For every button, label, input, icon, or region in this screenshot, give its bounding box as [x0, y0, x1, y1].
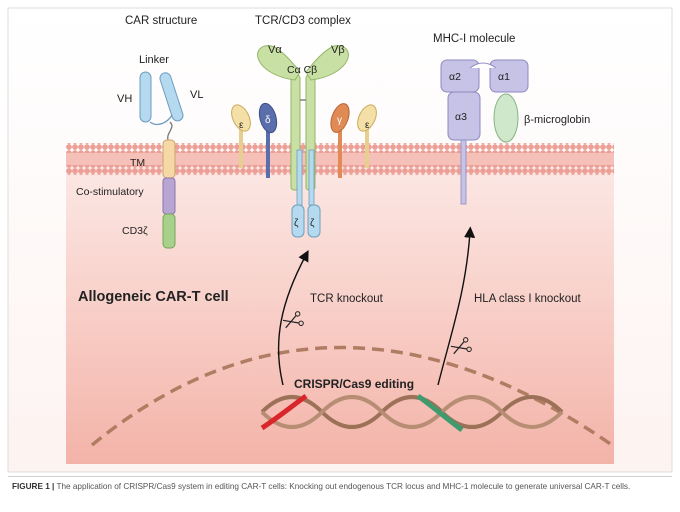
- mhc-molecule-title: MHC-I molecule: [433, 33, 515, 45]
- alpha1-label: α1: [498, 71, 510, 83]
- gamma-label: γ: [337, 115, 342, 126]
- b2m-label: β-microglobin: [524, 114, 590, 126]
- hla-knockout-label: HLA class I knockout: [474, 293, 582, 305]
- car-hinge: [167, 121, 173, 141]
- cd3z-label: CD3ζ: [122, 225, 148, 237]
- tcr-vbeta-domain: [305, 45, 349, 81]
- valpha-label: Vα: [268, 44, 282, 56]
- epsilon-right-label: ε: [365, 120, 370, 131]
- caption-text: The application of CRISPR/Cas9 system in…: [54, 482, 631, 491]
- tcr-complex-title: TCR/CD3 complex: [255, 15, 351, 27]
- hla-knockout-arrow: [437, 226, 476, 386]
- alpha3-label: α3: [455, 111, 467, 123]
- dna-helix: [260, 393, 564, 432]
- crispr-label: CRISPR/Cas9 editing: [294, 377, 414, 391]
- delta-label: δ: [265, 115, 271, 126]
- scissors-icon: [282, 311, 304, 329]
- car-costim-domain: [162, 177, 176, 215]
- epsilon-left-label: ε: [239, 120, 244, 131]
- mhc-i-molecule: [440, 59, 529, 205]
- tcr-cd3-complex: [231, 45, 377, 238]
- car-structure-title: CAR structure: [125, 15, 197, 27]
- zeta-left-label: ζ: [294, 218, 299, 229]
- car-linker: [149, 114, 173, 126]
- zeta-right-label: ζ: [310, 218, 315, 229]
- figure-caption: FIGURE 1 | The application of CRISPR/Cas…: [8, 476, 672, 508]
- calpha-cbeta-label: Cα Cβ: [287, 64, 317, 76]
- cd3-epsilon-right: [357, 104, 377, 132]
- costim-label: Co-stimulatory: [76, 186, 144, 198]
- tcr-knockout-label: TCR knockout: [310, 293, 384, 305]
- vh-label: VH: [117, 93, 132, 105]
- car-structure: [139, 71, 184, 249]
- cd3-zeta-right: [307, 204, 321, 238]
- nucleus-envelope: [90, 345, 613, 447]
- linker-label: Linker: [139, 54, 169, 66]
- vl-label: VL: [190, 89, 203, 101]
- car-vh-domain: [139, 71, 152, 123]
- dna-edit-site-red: [260, 393, 308, 431]
- car-cd3z-domain: [162, 213, 176, 249]
- cd3-gamma: [330, 103, 350, 133]
- tm-label: TM: [130, 157, 145, 169]
- car-vl-domain: [159, 72, 184, 122]
- vbeta-label: Vβ: [331, 44, 345, 56]
- car-tm-domain: [162, 139, 176, 179]
- caption-label: FIGURE 1 |: [12, 482, 55, 491]
- cd3-delta: [258, 102, 278, 134]
- cd3-zeta-left: [291, 204, 305, 238]
- mhc-alpha1-domain: [489, 59, 529, 93]
- cell-title: Allogeneic CAR-T cell: [78, 289, 229, 305]
- dna-edit-site-green: [416, 393, 464, 432]
- scissors-icon: [450, 337, 472, 355]
- cell-cytoplasm: [66, 158, 614, 464]
- alpha2-label: α2: [449, 71, 461, 83]
- beta2-microglobulin: [493, 93, 519, 143]
- tcr-knockout-arrow: [277, 250, 309, 386]
- cd3-epsilon-left: [231, 104, 251, 132]
- tcr-valpha-domain: [257, 45, 301, 81]
